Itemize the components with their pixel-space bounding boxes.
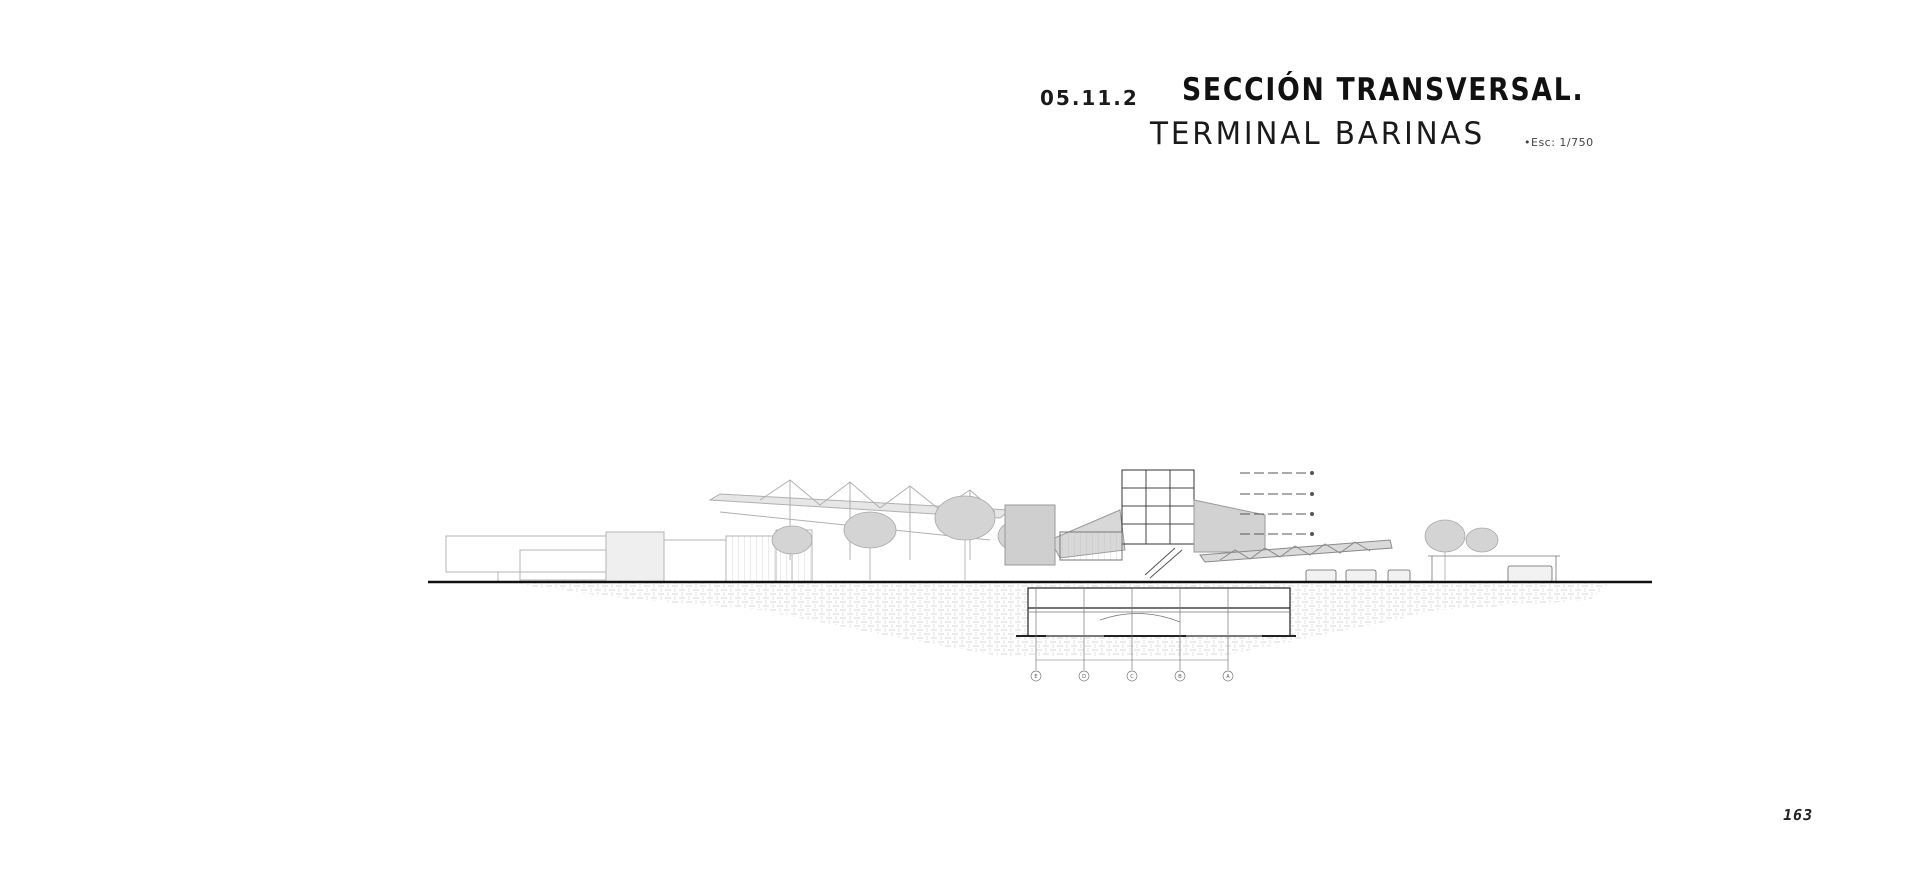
level-markers: [1240, 471, 1314, 536]
buses: [1305, 555, 1560, 583]
axis-label: B: [1178, 674, 1182, 680]
page-number: 163: [1781, 806, 1815, 824]
section-subtitle: TERMINAL BARINAS: [1150, 116, 1486, 152]
terminal-building: [1004, 469, 1266, 579]
section-title: SECCIÓN TRANSVERSAL.: [1182, 72, 1585, 108]
scale-note: •Esc: 1/750: [1524, 136, 1594, 149]
trees: [771, 495, 1499, 580]
underground-structure: [1016, 587, 1296, 637]
section-number: 05.11.2: [1040, 86, 1139, 110]
truss-bridge: [1199, 539, 1393, 563]
axis-label: D: [1082, 674, 1086, 680]
left-buildings: [445, 529, 813, 583]
axis-label: C: [1130, 674, 1134, 680]
axis-label: E: [1034, 674, 1037, 680]
axis-label: A: [1226, 674, 1230, 680]
axis-labels: E D C B A: [1034, 674, 1230, 680]
structural-axes: [1030, 588, 1234, 682]
